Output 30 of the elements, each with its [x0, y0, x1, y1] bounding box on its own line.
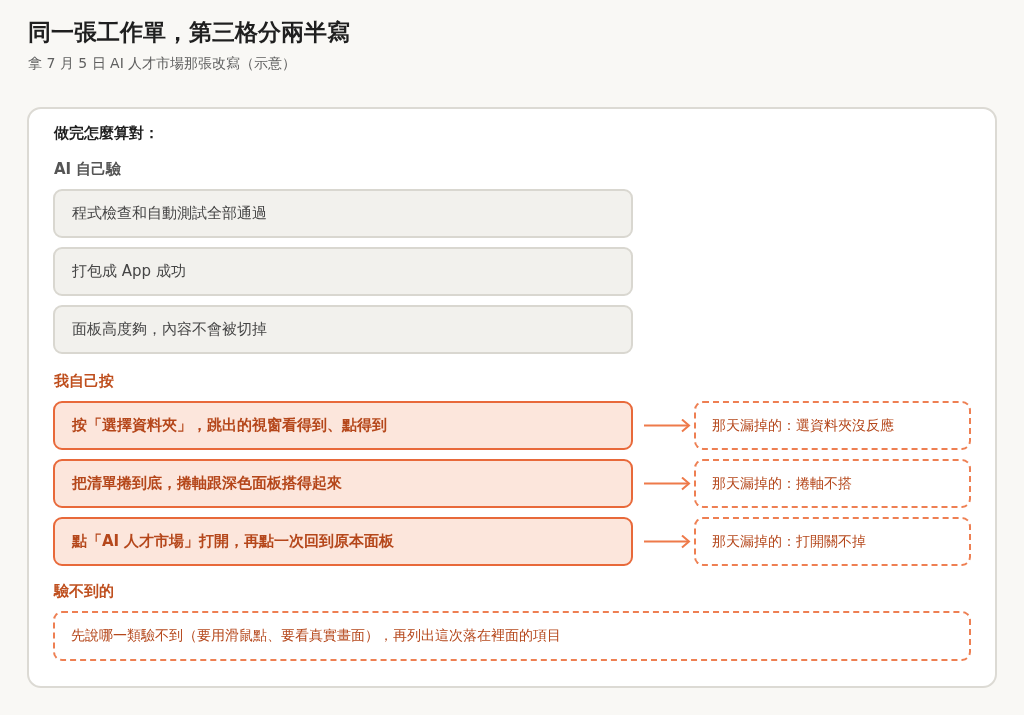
missed-note-box	[694, 401, 971, 450]
note-text: 那天漏掉的：捲軸不搭	[712, 474, 852, 493]
section-label: 我自己按	[54, 371, 114, 391]
section-label: AI 自己驗	[54, 159, 122, 179]
manual-check-box	[53, 401, 633, 450]
auto-check-box	[53, 247, 633, 296]
check-item-text: 把清單捲到底，捲軸跟深色面板搭得起來	[72, 474, 342, 493]
arrow	[643, 534, 690, 549]
section-label: 驗不到的	[54, 581, 114, 601]
check-item-text: 點「AI 人才市場」打開，再點一次回到原本面板	[72, 532, 395, 551]
card-heading: 做完怎麼算對：	[54, 123, 159, 143]
note-text: 那天漏掉的：打開關不掉	[712, 532, 866, 551]
note-text: 那天漏掉的：選資料夾沒反應	[712, 416, 894, 435]
arrow	[643, 418, 690, 433]
page-subtitle: 拿 7 月 5 日 AI 人才市場那張改寫（示意）	[28, 54, 297, 73]
missed-note-box	[694, 517, 971, 566]
note-text: 先說哪一類驗不到（要用滑鼠點、要看真實畫面），再列出這次落在裡面的項目	[71, 627, 561, 645]
arrow	[643, 476, 690, 491]
manual-check-box	[53, 459, 633, 508]
check-item-text: 打包成 App 成功	[72, 262, 186, 281]
auto-check-box	[53, 305, 633, 354]
check-item-text: 程式檢查和自動測試全部通過	[72, 204, 267, 223]
manual-check-box	[53, 517, 633, 566]
check-item-text: 按「選擇資料夾」，跳出的視窗看得到、點得到	[72, 416, 387, 435]
page-title: 同一張工作單，第三格分兩半寫	[28, 18, 350, 47]
check-item-text: 面板高度夠，內容不會被切掉	[72, 320, 267, 339]
untestable-note-box	[53, 611, 971, 661]
auto-check-box	[53, 189, 633, 238]
missed-note-box	[694, 459, 971, 508]
checklist-card	[27, 107, 997, 688]
